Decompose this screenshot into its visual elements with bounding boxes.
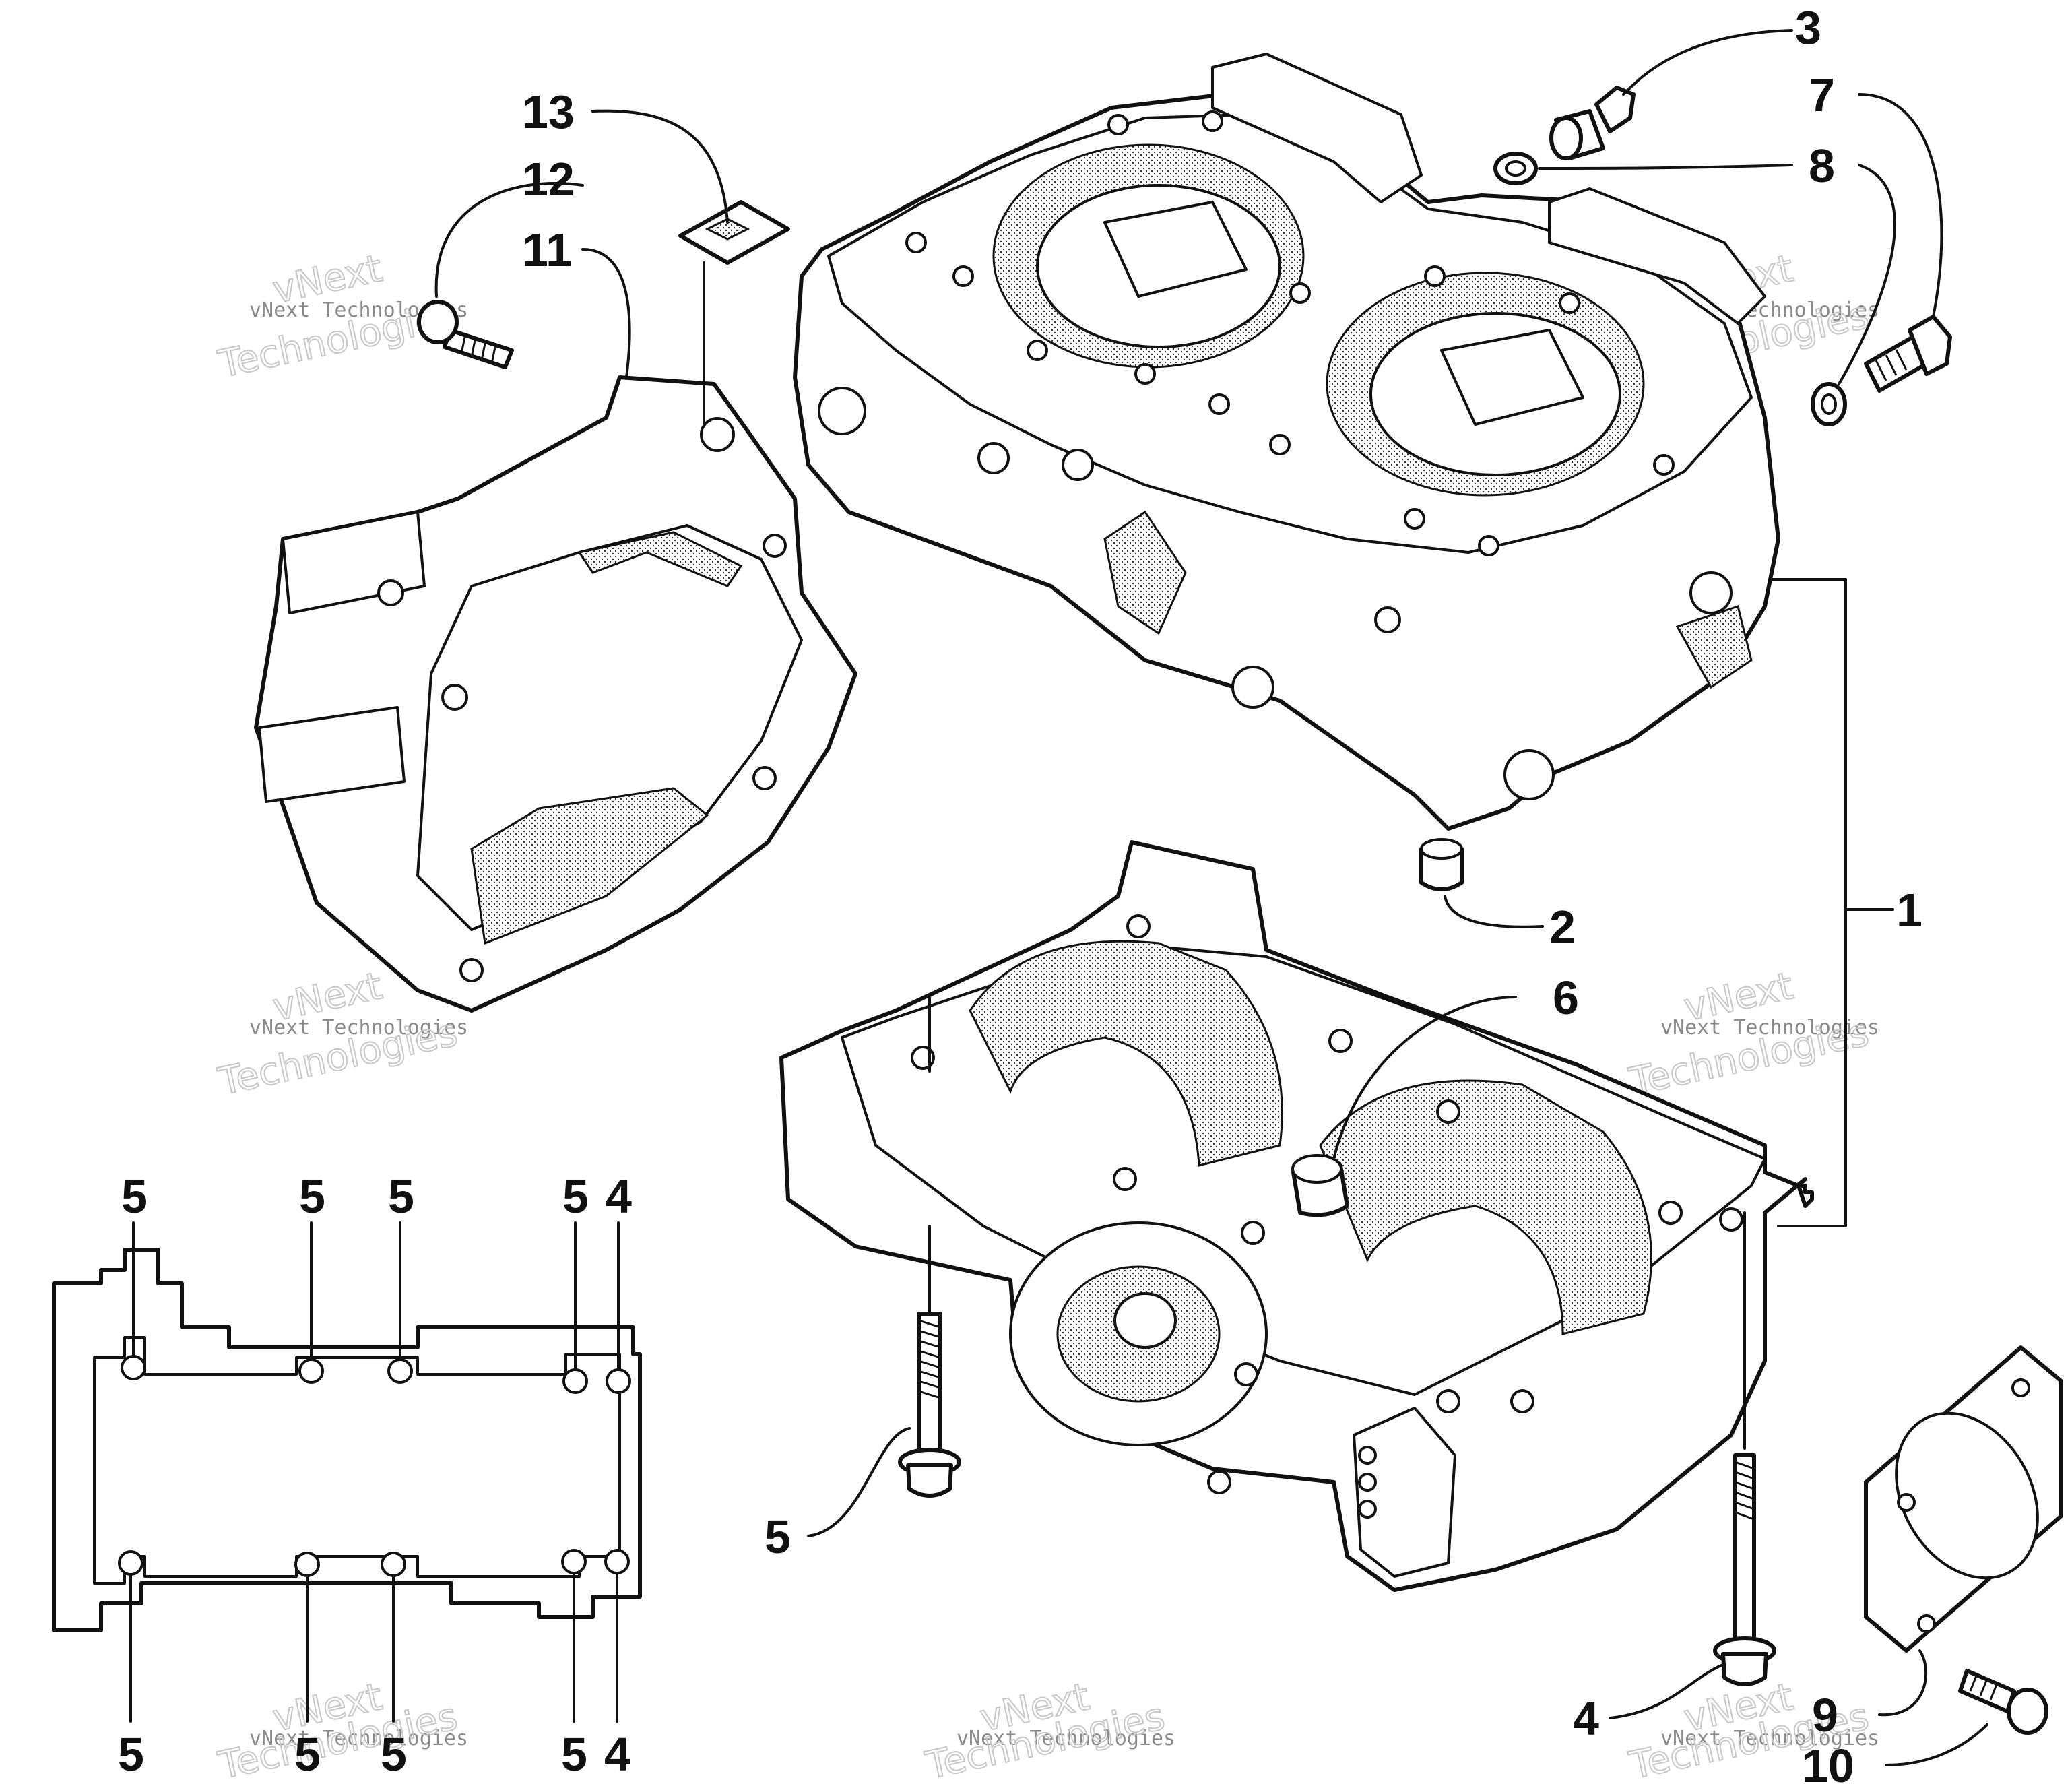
bearing-bushing[interactable] — [1291, 1154, 1349, 1217]
watermark: vNext Technologies vNext Technologies — [214, 1674, 468, 1786]
callout-5-inset-top-3: 5 — [388, 1170, 414, 1223]
watermark: vNext Technologies vNext Technologies — [1625, 963, 1879, 1105]
callout-9: 9 — [1812, 1689, 1838, 1742]
bolt-hole — [561, 1549, 587, 1574]
watermark-small-text: vNext Technologies — [249, 1016, 468, 1040]
watermark-small-text: vNext Technologies — [957, 1727, 1175, 1750]
crank-saddle-right — [1319, 1079, 1652, 1335]
magneto-housing[interactable] — [254, 375, 857, 1013]
sealing-washer[interactable] — [1811, 382, 1847, 426]
retaining-clip[interactable] — [678, 200, 790, 426]
bolt-hole — [118, 1550, 143, 1576]
callout-5-inset-bottom-2: 5 — [294, 1728, 321, 1781]
callout-10: 10 — [1802, 1740, 1854, 1786]
crankcase-bolt-long[interactable] — [898, 996, 961, 1498]
callout-5: 5 — [765, 1510, 791, 1563]
drain-plug[interactable] — [1549, 86, 1636, 160]
callout-7: 7 — [1809, 69, 1835, 121]
crankcase-bolt-short[interactable] — [1713, 1211, 1776, 1686]
callout-5-inset-bottom-3: 5 — [381, 1728, 407, 1781]
watermark-small-text: vNext Technologies — [249, 1727, 468, 1750]
intake-gasket[interactable] — [1864, 1345, 2066, 1653]
callout-4-inset-top: 4 — [606, 1170, 632, 1223]
bolt-hole — [381, 1552, 406, 1577]
sealing-washer[interactable] — [1493, 152, 1538, 185]
housing-screw[interactable] — [417, 300, 514, 369]
bolt-hole — [604, 1549, 630, 1574]
bolt-hole — [298, 1358, 324, 1384]
dowel-pin[interactable] — [1419, 838, 1464, 891]
callout-4: 4 — [1573, 1692, 1599, 1745]
callout-12: 12 — [522, 153, 575, 205]
callout-6: 6 — [1553, 971, 1579, 1024]
callout-1: 1 — [1896, 884, 1922, 936]
callout-5-inset-bottom-4: 5 — [561, 1728, 587, 1781]
callout-13: 13 — [522, 86, 575, 138]
watermark-small-text: vNext Technologies — [1660, 1016, 1879, 1040]
bolt-hole — [294, 1552, 320, 1577]
callout-5-inset-top-4: 5 — [562, 1170, 589, 1223]
bolt-pattern-inset — [52, 1221, 642, 1723]
gasket-screw[interactable] — [1958, 1669, 2048, 1735]
bolt-hole — [606, 1368, 631, 1394]
callout-4-inset-bottom: 4 — [604, 1728, 630, 1781]
callout-labels: 13 12 11 3 7 8 1 2 6 5 4 9 10 5 5 5 5 4 … — [118, 1, 1922, 1786]
callout-8: 8 — [1809, 139, 1835, 192]
upper-crankcase[interactable] — [793, 53, 1780, 831]
callout-11: 11 — [522, 224, 572, 276]
callout-3: 3 — [1795, 1, 1821, 54]
callout-2: 2 — [1549, 901, 1576, 953]
watermark: vNext Technologies vNext Technologies — [921, 1674, 1175, 1786]
leader-lines — [434, 29, 1988, 1766]
callout-5-inset-top-1: 5 — [121, 1170, 148, 1223]
callout-5-inset-bottom-1: 5 — [118, 1728, 144, 1781]
crank-saddle-left — [969, 940, 1283, 1167]
watermark-small-text: vNext Technologies — [1660, 1727, 1879, 1750]
bolt-hole — [121, 1355, 146, 1380]
bolt-hole — [387, 1358, 413, 1384]
bolt-hole — [562, 1368, 588, 1394]
crankcase-bolt-7[interactable] — [1864, 315, 1952, 393]
callout-5-inset-top-2: 5 — [299, 1170, 325, 1223]
